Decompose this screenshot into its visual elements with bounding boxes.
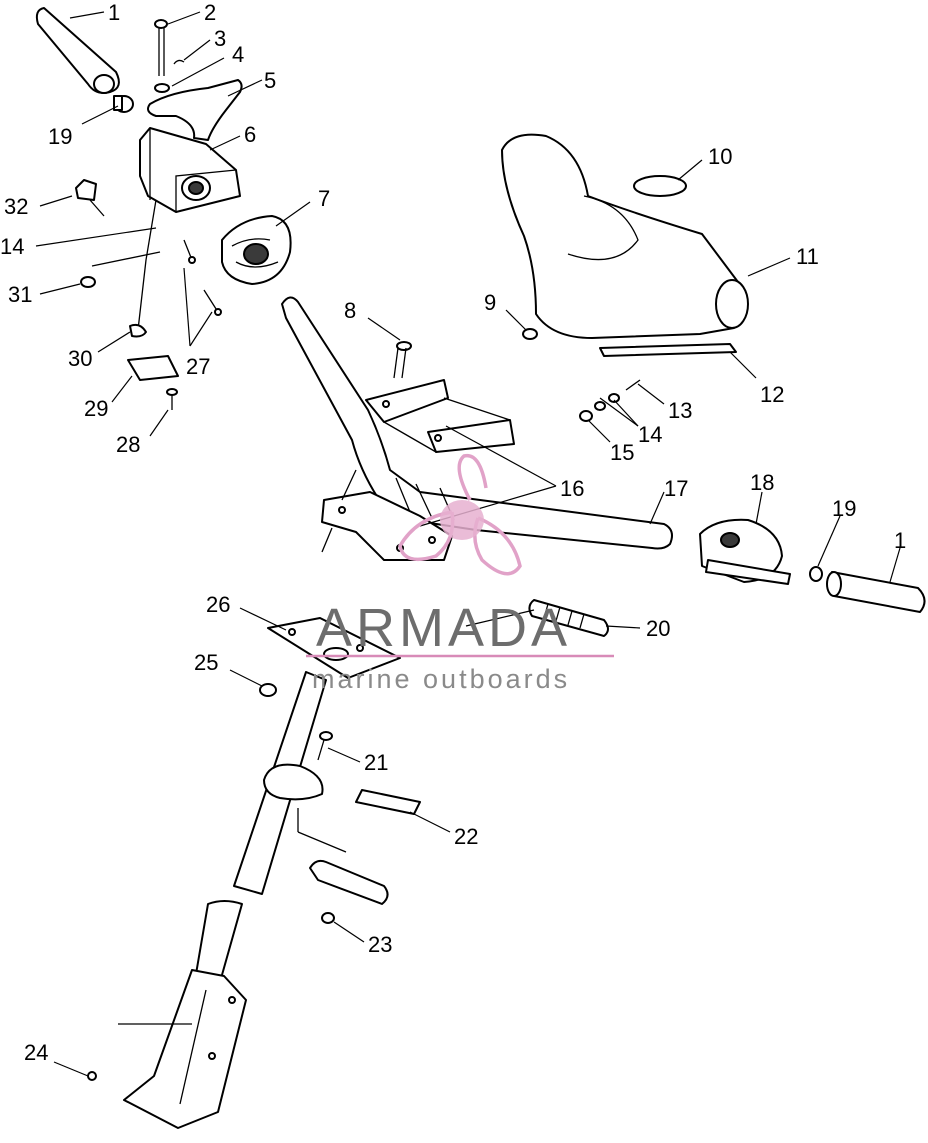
heater-element xyxy=(465,599,609,637)
callout-19-left: 19 xyxy=(48,124,72,149)
watermark-propeller-icon xyxy=(398,453,522,576)
control-module xyxy=(221,215,292,285)
cover-plate xyxy=(127,355,179,381)
washer xyxy=(154,83,170,93)
adjuster-bracket xyxy=(75,179,105,217)
callout-9: 9 xyxy=(484,290,496,315)
screws-27 xyxy=(183,239,222,316)
callout-3: 3 xyxy=(214,26,226,51)
nut-25 xyxy=(259,683,277,697)
callout-25: 25 xyxy=(194,650,218,675)
post-bracket xyxy=(355,789,421,815)
clamp-bolt xyxy=(393,341,412,379)
upper-clamp xyxy=(365,379,515,453)
post-support-line-2 xyxy=(297,831,347,853)
callout-12: 12 xyxy=(760,382,784,407)
callout-23: 23 xyxy=(368,932,392,957)
pivot-pin xyxy=(154,19,168,76)
callout-4: 4 xyxy=(232,42,244,67)
watermark-tagline: marine outboards xyxy=(312,664,570,694)
throttle-lever xyxy=(147,79,243,141)
left-grip xyxy=(35,7,120,94)
callout-14-left: 14 xyxy=(0,234,24,259)
watermark: ARMADA marine outboards xyxy=(306,453,614,694)
callout-6: 6 xyxy=(244,122,256,147)
callout-7: 7 xyxy=(318,186,330,211)
screw-28 xyxy=(166,388,178,410)
clip xyxy=(173,59,185,65)
callout-32: 32 xyxy=(4,194,28,219)
left-end-plug xyxy=(113,95,134,113)
post-flange xyxy=(263,763,324,801)
leader-dash-left xyxy=(91,251,161,267)
callout-2: 2 xyxy=(204,0,216,25)
callout-14-right: 14 xyxy=(638,422,662,447)
callout-13: 13 xyxy=(668,398,692,423)
post-bushing xyxy=(309,859,389,905)
post-bolt xyxy=(317,731,333,761)
callout-10: 10 xyxy=(708,144,732,169)
callout-26: 26 xyxy=(206,592,230,617)
callout-28: 28 xyxy=(116,432,140,457)
lower-clamp xyxy=(321,491,453,561)
clip-30 xyxy=(129,323,147,338)
pin-24 xyxy=(87,1071,97,1081)
callout-18: 18 xyxy=(750,470,774,495)
pad-strip xyxy=(599,343,737,357)
callout-21: 21 xyxy=(364,750,388,775)
callout-20: 20 xyxy=(646,616,670,641)
callout-30: 30 xyxy=(68,346,92,371)
steering-post-lower xyxy=(123,900,247,1129)
callout-27: 27 xyxy=(186,354,210,379)
handlebar-pad xyxy=(501,133,749,339)
callout-1-left: 1 xyxy=(108,0,120,25)
pad-hardware xyxy=(579,379,641,422)
watermark-brand: ARMADA xyxy=(316,598,571,658)
right-control-housing xyxy=(699,518,791,585)
callout-8: 8 xyxy=(344,298,356,323)
clamp-bolt-line-lower xyxy=(321,527,333,553)
callout-5: 5 xyxy=(264,68,276,93)
right-end-plug xyxy=(809,566,823,582)
nut-23 xyxy=(321,912,335,924)
callout-17: 17 xyxy=(664,476,688,501)
callout-31: 31 xyxy=(8,282,32,307)
nut-31 xyxy=(80,276,96,288)
throttle-cable-left xyxy=(137,199,157,331)
callout-22: 22 xyxy=(454,824,478,849)
throttle-housing xyxy=(139,127,241,213)
clamp-bolt-line-upper xyxy=(341,469,357,501)
right-grip xyxy=(826,571,926,613)
callout-24: 24 xyxy=(24,1040,48,1065)
callout-1-right: 1 xyxy=(894,528,906,553)
callout-29: 29 xyxy=(84,396,108,421)
callout-labels: 1 2 3 4 5 6 7 8 9 10 11 12 13 14 15 16 1… xyxy=(0,0,906,1065)
callout-19-right: 19 xyxy=(832,496,856,521)
callout-16: 16 xyxy=(560,476,584,501)
callout-11: 11 xyxy=(796,244,819,269)
pad-label xyxy=(633,175,687,197)
nut-9 xyxy=(522,328,538,340)
callout-15: 15 xyxy=(610,440,634,465)
